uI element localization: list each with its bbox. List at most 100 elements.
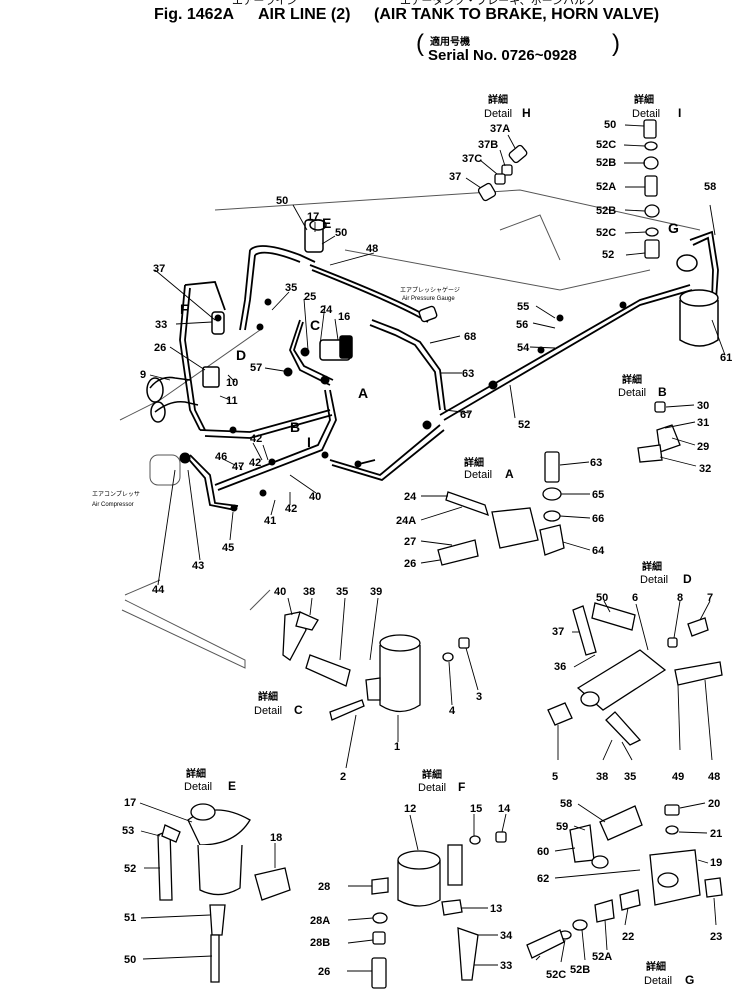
label-37: 37	[552, 626, 564, 638]
detail-g-jp: 詳細	[646, 960, 666, 973]
label-28b: 28B	[310, 937, 330, 949]
detail-g-word: Detail	[644, 975, 672, 987]
label-48: 48	[366, 243, 378, 255]
annotation-pressure-gauge: エアプレッシャゲージ Air Pressure Gauge	[400, 286, 460, 302]
label-52a: 52A	[596, 181, 616, 193]
pressure-gauge-fitting	[418, 305, 438, 323]
label-60: 60	[537, 846, 549, 858]
label-53: 53	[122, 825, 134, 837]
label-52b: 52B	[596, 205, 616, 217]
detail-g: 詳細 Detail G 58 59 60	[526, 798, 723, 987]
label-16: 16	[338, 311, 350, 323]
detail-c-jp: 詳細	[258, 690, 278, 703]
label-44: 44	[152, 584, 165, 596]
label-52c: 52C	[546, 969, 566, 981]
label-12: 12	[404, 803, 416, 815]
label-64: 64	[592, 545, 605, 557]
label-15: 15	[470, 803, 482, 815]
label-50: 50	[124, 954, 136, 966]
label-33: 33	[500, 960, 512, 972]
label-37a: 37A	[490, 123, 510, 135]
detail-b-letter: B	[658, 385, 667, 399]
label-6: 6	[632, 592, 638, 604]
detail-f-letter: F	[458, 780, 465, 794]
detail-i-jp: 詳細	[634, 93, 654, 106]
label-52b: 52B	[596, 157, 616, 169]
figure-subtitle: (AIR TANK TO BRAKE, HORN VALVE)	[374, 6, 660, 23]
label-47: 47	[232, 461, 244, 473]
detail-c-letter: C	[294, 703, 303, 717]
compressor-label-jp: エアコンプレッサ	[92, 491, 140, 498]
leader-lines	[149, 204, 726, 586]
label-24a: 24A	[396, 515, 416, 527]
label-52a: 52A	[592, 951, 612, 963]
label-63: 63	[462, 368, 474, 380]
label-52: 52	[124, 863, 136, 875]
label-3: 3	[476, 691, 482, 703]
label-66: 66	[592, 513, 604, 525]
label-52: 52	[518, 419, 530, 431]
detail-i: 詳細 Detail I 50 52C 52B 52A 52B 52C 52	[596, 93, 681, 261]
detail-h-word: Detail	[484, 108, 512, 120]
label-9: 9	[140, 369, 146, 381]
detail-e-letter: E	[228, 779, 236, 793]
detail-e-jp: 詳細	[186, 767, 206, 780]
pressure-gauge-label-jp: エアプレッシャゲージ	[400, 286, 460, 294]
label-65: 65	[592, 489, 604, 501]
label-35: 35	[285, 282, 297, 294]
label-46: 46	[215, 451, 227, 463]
detail-f-word: Detail	[418, 782, 446, 794]
label-30: 30	[697, 400, 709, 412]
area-marker-a: A	[358, 385, 368, 401]
label-17: 17	[124, 797, 136, 809]
label-28: 28	[318, 881, 330, 893]
label-29: 29	[697, 441, 709, 453]
label-34: 34	[500, 930, 513, 942]
label-49: 49	[672, 771, 684, 783]
area-marker-e: E	[322, 215, 331, 231]
label-5: 5	[552, 771, 558, 783]
label-26: 26	[318, 966, 330, 978]
label-37: 37	[153, 263, 165, 275]
label-38: 38	[303, 586, 315, 598]
label-59: 59	[556, 821, 568, 833]
label-37c: 37C	[462, 153, 482, 165]
jp-subtitle: エアータンク・ブレーキ、ホーンバルブ	[400, 0, 597, 7]
detail-f: 詳細 Detail F 12 15 14 28 13 28A 2	[310, 768, 513, 989]
label-51: 51	[124, 912, 136, 924]
label-50: 50	[276, 195, 288, 207]
label-14: 14	[498, 803, 511, 815]
detail-a-word: Detail	[464, 469, 492, 481]
label-33: 33	[155, 319, 167, 331]
label-50: 50	[596, 592, 608, 604]
label-1: 1	[394, 741, 400, 753]
label-54: 54	[517, 342, 530, 354]
detail-e-word: Detail	[184, 781, 212, 793]
label-58: 58	[560, 798, 572, 810]
misc-fittings	[179, 298, 627, 512]
detail-b: 詳細 Detail B 30 31 29 32	[618, 373, 711, 475]
area-marker-c: C	[310, 317, 320, 333]
label-19: 19	[710, 857, 722, 869]
detail-b-jp: 詳細	[622, 373, 642, 386]
label-24: 24	[404, 491, 417, 503]
label-52c: 52C	[596, 227, 616, 239]
label-4: 4	[449, 705, 456, 717]
detail-a: 詳細 Detail A 63 65 66 64 24 24A 27 26	[396, 451, 605, 570]
label-48: 48	[708, 771, 720, 783]
label-37: 37	[449, 171, 461, 183]
label-62: 62	[537, 873, 549, 885]
label-22: 22	[622, 931, 634, 943]
label-56: 56	[516, 319, 528, 331]
pressure-gauge-label: Air Pressure Gauge	[402, 296, 455, 302]
label-2: 2	[340, 771, 346, 783]
label-18: 18	[270, 832, 282, 844]
detail-f-jp: 詳細	[422, 768, 442, 781]
serial-open-paren: (	[416, 30, 424, 57]
horns	[146, 376, 199, 423]
label-50: 50	[604, 119, 616, 131]
label-57: 57	[250, 362, 262, 374]
label-37b: 37B	[478, 139, 498, 151]
detail-b-word: Detail	[618, 387, 646, 399]
label-26: 26	[154, 342, 166, 354]
